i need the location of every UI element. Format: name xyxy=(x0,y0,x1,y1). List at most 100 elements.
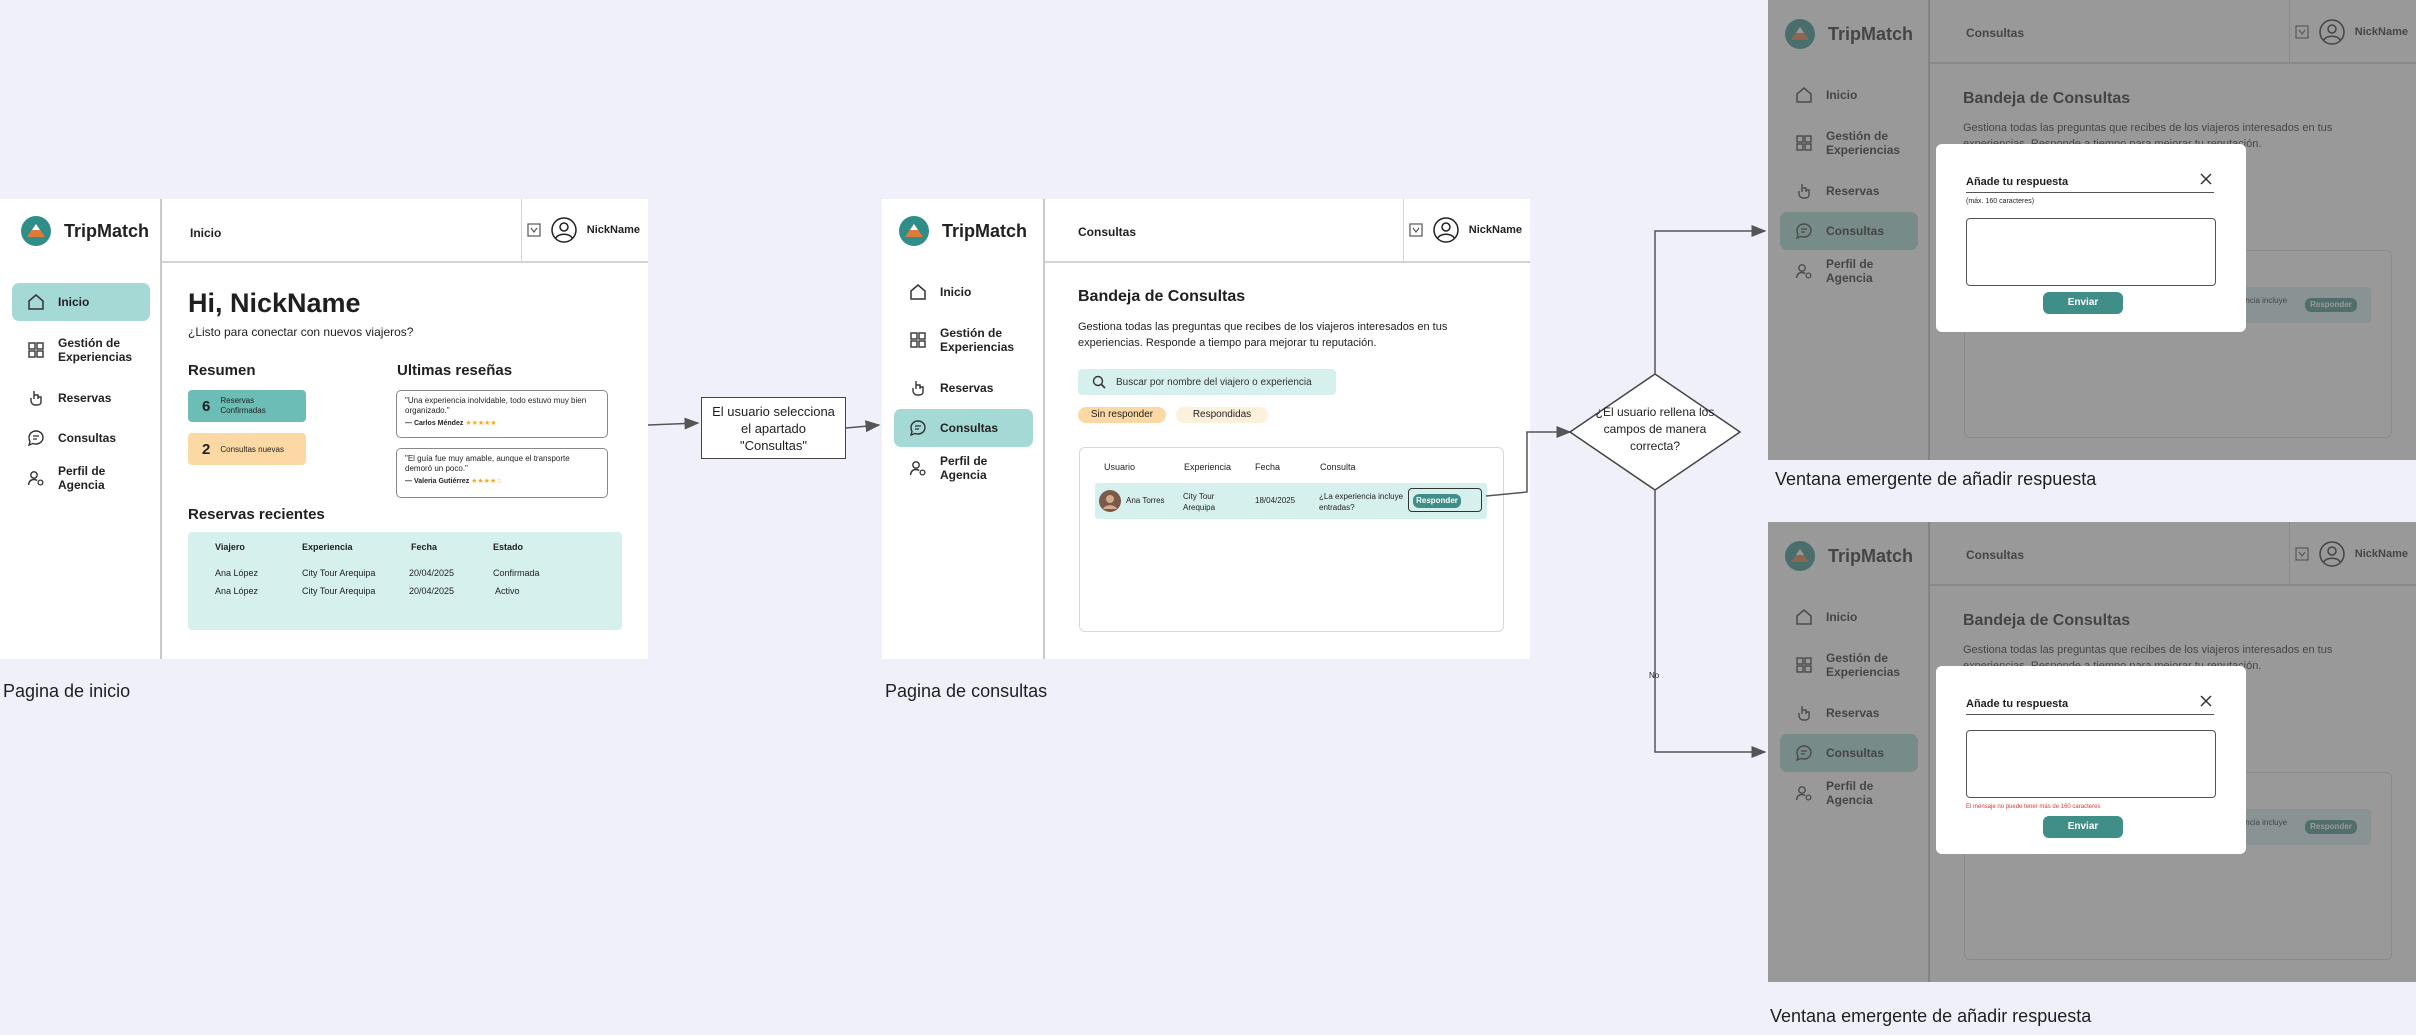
close-icon[interactable] xyxy=(2199,172,2213,186)
sidebar: TripMatch Inicio Gestión de Experiencias… xyxy=(882,199,1045,659)
table-cell: City Tour Arequipa xyxy=(302,568,376,578)
table-header-cell: Fecha xyxy=(411,542,438,552)
user-nickname: NickName xyxy=(1468,224,1522,236)
dropdown-icon[interactable] xyxy=(527,223,541,237)
connector-decision-no xyxy=(1654,490,1767,758)
brand[interactable]: TripMatch xyxy=(898,215,1027,247)
review-stars: ★★★★★ xyxy=(465,420,497,427)
sidebar-item-home[interactable]: Inicio xyxy=(12,283,150,321)
tab-answered[interactable]: Respondidas xyxy=(1176,407,1268,423)
reply-textarea[interactable] xyxy=(1966,218,2216,286)
caption-home: Pagina de inicio xyxy=(3,681,131,701)
user-area[interactable]: NickName xyxy=(527,217,640,243)
modal-screen-error: TripMatch Inicio Gestión de Experiencias… xyxy=(1768,522,2416,982)
modal-hint: (máx. 160 caracteres) xyxy=(1966,198,2035,205)
table-header-cell: Experiencia xyxy=(302,542,353,552)
reply-highlight-frame xyxy=(1408,488,1482,512)
table-cell: Ana López xyxy=(215,568,259,578)
queries-screen: TripMatch Inicio Gestión de Experiencias… xyxy=(882,199,1530,659)
topbar-title: Consultas xyxy=(1078,225,1137,239)
page-title: Bandeja de Consultas xyxy=(1078,288,1246,305)
sidebar-item-queries[interactable]: Consultas xyxy=(894,409,1033,447)
sidebar-item-profile[interactable]: Perfil de Agencia xyxy=(12,459,150,497)
greeting-title: Hi, NickName xyxy=(188,288,361,318)
tripmatch-logo-icon xyxy=(21,216,51,246)
sidebar: TripMatch Inicio Gestión de Experiencias… xyxy=(0,199,162,659)
sidebar-item-label: Gestión de Experiencias xyxy=(58,336,133,364)
flow-decision-text: ¿El usuario rellena los campos de manera… xyxy=(1595,405,1715,453)
table-cell-date: 18/04/2025 xyxy=(1255,496,1296,505)
user-gear-icon xyxy=(908,458,928,478)
queries-table-card: Usuario Experiencia Fecha Consulta Ana T… xyxy=(1079,447,1504,632)
connector-home-to-step xyxy=(647,417,700,430)
sidebar-item-label: Consultas xyxy=(940,421,999,435)
summary-label: Consultas nuevas xyxy=(220,444,284,454)
table-header-cell: Consulta xyxy=(1320,462,1356,472)
sidebar-item-label: Perfil de Agencia xyxy=(58,464,106,492)
connector-step-to-queries xyxy=(845,420,881,433)
tripmatch-logo-icon xyxy=(899,216,929,246)
grid-icon xyxy=(26,340,46,360)
caption-modal-error: Ventana emergente de añadir respuesta xyxy=(1770,1006,2092,1026)
reply-button[interactable]: Responder xyxy=(1413,494,1461,508)
sidebar-item-experiences[interactable]: Gestión de Experiencias xyxy=(894,313,1033,367)
table-cell: Ana López xyxy=(215,586,259,596)
sidebar-item-label: Perfil de Agencia xyxy=(940,454,988,482)
table-cell-user: Ana Torres xyxy=(1126,496,1165,505)
topbar: Inicio NickName xyxy=(162,199,648,263)
caption-modal-success: Ventana emergente de añadir respuesta xyxy=(1775,469,2097,489)
summary-card-queries[interactable]: 2 Consultas nuevas xyxy=(188,433,306,465)
sidebar-nav: Inicio Gestión de Experiencias Reservas … xyxy=(894,273,1033,489)
home-icon xyxy=(908,282,928,302)
summary-card-bookings[interactable]: 6 Reservas Confirmadas xyxy=(188,390,306,422)
sidebar-item-profile[interactable]: Perfil de Agencia xyxy=(894,449,1033,487)
table-header-cell: Fecha xyxy=(1255,462,1281,472)
chat-icon xyxy=(26,428,46,448)
tab-unanswered[interactable]: Sin responder xyxy=(1078,407,1166,423)
avatar-icon[interactable] xyxy=(551,217,577,243)
brand[interactable]: TripMatch xyxy=(20,215,149,247)
review-text: "El guía fue muy amable, aunque el trans… xyxy=(405,454,570,473)
avatar-icon[interactable] xyxy=(1433,217,1459,243)
table-cell: Activo xyxy=(495,586,520,596)
brand-name: TripMatch xyxy=(64,220,150,241)
review-author: — Valeria Gutiérrez xyxy=(405,478,470,485)
sidebar-item-bookings[interactable]: Reservas xyxy=(12,379,150,417)
caption-queries: Pagina de consultas xyxy=(885,681,1048,701)
dropdown-icon[interactable] xyxy=(1409,223,1423,237)
sidebar-item-experiences[interactable]: Gestión de Experiencias xyxy=(12,323,150,377)
brand-name: TripMatch xyxy=(942,220,1028,241)
review-author: — Carlos Méndez xyxy=(405,420,464,427)
review-stars: ★★★★☆ xyxy=(471,478,503,485)
sidebar-item-home[interactable]: Inicio xyxy=(894,273,1033,311)
grid-icon xyxy=(908,330,928,350)
review-card: "El guía fue muy amable, aunque el trans… xyxy=(396,448,608,498)
summary-count: 6 xyxy=(202,397,211,415)
search-bar[interactable]: Buscar por nombre del viajero o experien… xyxy=(1078,369,1336,395)
table-header-cell: Viajero xyxy=(215,542,245,552)
sidebar-item-label: Consultas xyxy=(58,431,117,445)
flow-no-label: No xyxy=(1649,671,1660,680)
home-icon xyxy=(26,292,46,312)
avatar xyxy=(1099,490,1121,512)
close-icon[interactable] xyxy=(2199,694,2213,708)
search-input[interactable]: Buscar por nombre del viajero o experien… xyxy=(1116,376,1312,388)
sidebar-item-bookings[interactable]: Reservas xyxy=(894,369,1033,407)
table-header-cell: Estado xyxy=(493,542,524,552)
table-header-cell: Experiencia xyxy=(1184,462,1232,472)
user-area[interactable]: NickName xyxy=(1409,217,1522,243)
reply-modal: Añade tu respuesta El mensaje no puede t… xyxy=(1936,666,2246,854)
reply-modal: Añade tu respuesta (máx. 160 caracteres)… xyxy=(1936,144,2246,332)
home-screen: TripMatch Inicio Gestión de Experiencias… xyxy=(0,199,648,659)
submit-button[interactable]: Enviar xyxy=(2043,292,2123,314)
recent-bookings-title: Reservas recientes xyxy=(188,506,325,523)
modal-title: Añade tu respuesta xyxy=(1966,698,2069,710)
sidebar-item-label: Inicio xyxy=(58,295,90,309)
hand-pointer-icon xyxy=(908,378,928,398)
sidebar-item-queries[interactable]: Consultas xyxy=(12,419,150,457)
submit-button[interactable]: Enviar xyxy=(2043,816,2123,838)
reply-textarea[interactable] xyxy=(1966,730,2216,798)
table-row[interactable]: Ana Torres City Tour Arequipa 18/04/2025… xyxy=(1095,483,1487,519)
table-header-cell: Usuario xyxy=(1104,462,1136,472)
topbar-separator xyxy=(521,199,522,261)
